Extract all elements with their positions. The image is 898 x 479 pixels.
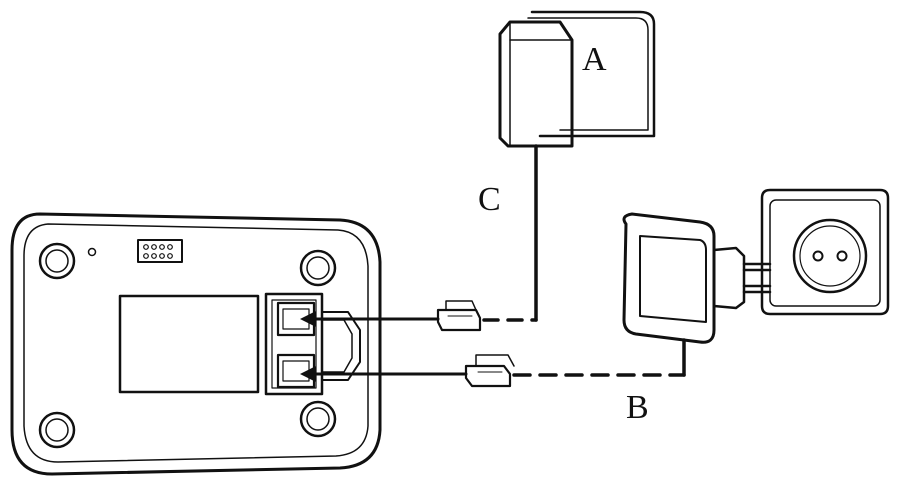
rubber-foot-bottom-left xyxy=(38,411,76,449)
screw-hole xyxy=(87,247,97,257)
label-b: B xyxy=(626,389,649,426)
base-station xyxy=(10,212,382,476)
rubber-foot-bottom-right xyxy=(299,400,337,438)
arrow-to-power-jack xyxy=(300,366,468,382)
phone-line-cable xyxy=(482,144,538,322)
power-adapter xyxy=(622,212,772,344)
label-plate xyxy=(118,294,260,394)
power-cable xyxy=(512,338,686,377)
power-cord-plug xyxy=(464,354,515,388)
rubber-foot-top-left xyxy=(38,242,76,280)
telephone-wall-socket xyxy=(498,10,656,148)
jack-panel xyxy=(264,292,361,396)
power-outlet xyxy=(760,188,890,316)
label-a: A xyxy=(582,41,607,78)
contact-grid xyxy=(137,239,183,263)
arrow-to-phone-jack xyxy=(300,311,440,327)
phone-cord-plug xyxy=(436,300,482,332)
rubber-foot-top-right xyxy=(299,249,337,287)
label-c: C xyxy=(478,181,501,218)
